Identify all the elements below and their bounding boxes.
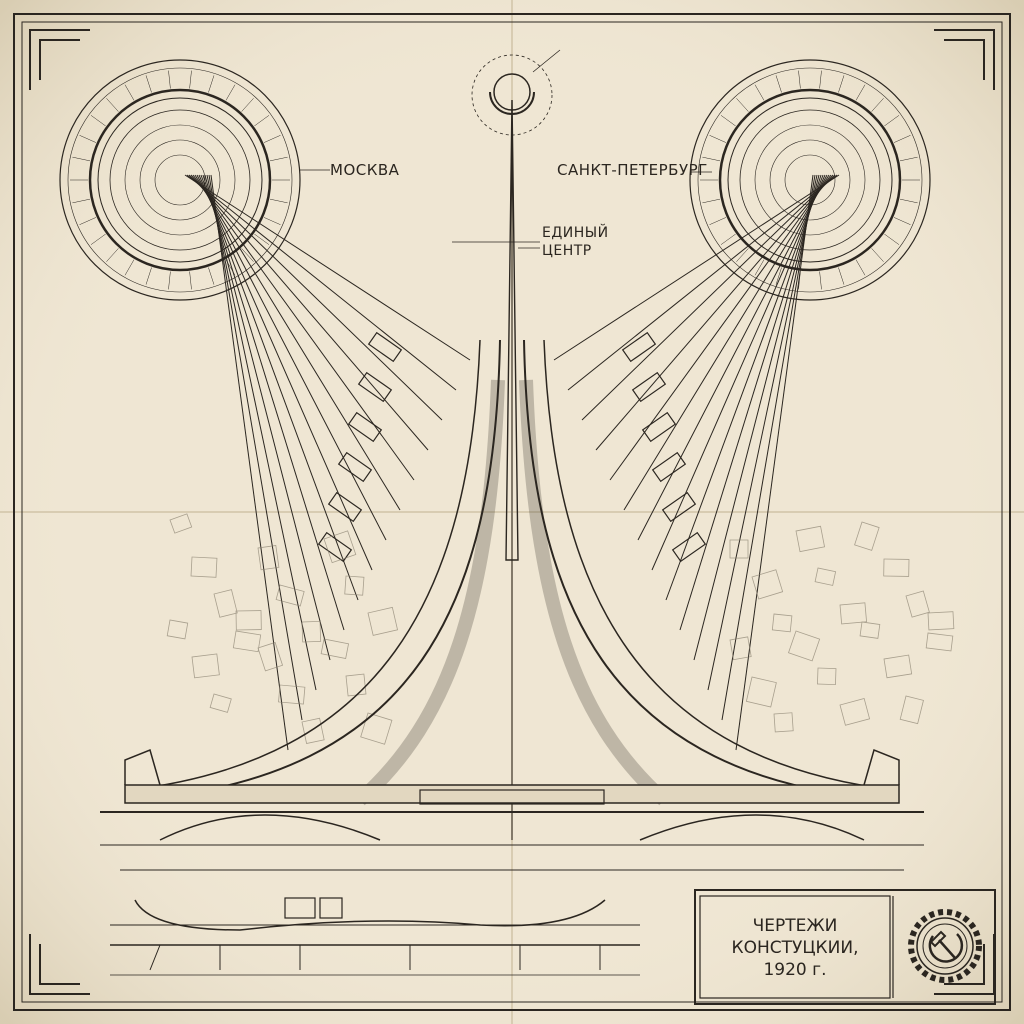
map-block: [839, 698, 871, 726]
train-car: [621, 331, 657, 363]
map-block: [859, 621, 881, 639]
map-block: [323, 530, 357, 564]
central-spire: [471, 49, 561, 840]
map-block: [771, 613, 793, 633]
map-block: [905, 590, 930, 618]
train-car: [327, 491, 363, 523]
map-block: [169, 513, 193, 534]
train-car: [671, 531, 707, 563]
map-block: [814, 567, 837, 586]
map-block: [883, 558, 910, 577]
transit-line: [693, 174, 820, 661]
map-block: [751, 569, 784, 600]
train-car: [337, 451, 373, 483]
map-block: [839, 602, 867, 625]
hammer-sickle-gear-icon: [908, 909, 982, 983]
title-line-3: 1920 г.: [763, 960, 827, 980]
transit-line: [200, 174, 359, 601]
transit-line: [735, 174, 814, 751]
transit-line: [679, 174, 822, 631]
map-block: [191, 653, 220, 679]
train-car: [357, 371, 393, 403]
map-block: [166, 619, 189, 640]
transit-line: [198, 174, 373, 571]
train-car: [367, 331, 403, 363]
train-car: [661, 491, 697, 523]
map-block: [235, 610, 262, 631]
map-block: [301, 717, 325, 744]
label-center-line1: ЕДИНЫЙ: [542, 225, 609, 241]
map-block: [367, 606, 399, 636]
transit-line: [210, 174, 289, 751]
side-elevation: [110, 897, 640, 976]
transit-line: [190, 174, 429, 451]
map-block: [729, 636, 752, 661]
title-line-2: КОНСТУЦКИИ,: [731, 938, 859, 958]
leader-lines: [300, 169, 712, 249]
transit-line: [623, 174, 830, 511]
transit-line: [595, 174, 834, 451]
transit-line: [567, 174, 838, 391]
moscow-plan-circle: [59, 59, 301, 301]
transit-line: [609, 174, 832, 481]
train-car: [631, 371, 667, 403]
title-line-1: ЧЕРТЕЖИ: [752, 916, 838, 936]
map-block: [795, 525, 826, 553]
map-block: [209, 693, 232, 713]
map-block: [320, 638, 350, 659]
city-plans: [59, 59, 931, 301]
label-center-line2: ЦЕНТР: [542, 243, 592, 259]
label-petersburg: САНКТ-ПЕТЕРБУРГ: [557, 161, 708, 179]
map-block: [899, 695, 924, 725]
train-car: [651, 451, 687, 483]
transit-line: [651, 174, 826, 571]
map-block: [190, 556, 218, 578]
petersburg-plan-circle: [689, 59, 931, 301]
transit-line: [721, 174, 816, 721]
map-block: [773, 712, 794, 733]
train-car: [641, 411, 677, 443]
transit-line: [665, 174, 824, 601]
sweeping-ramps: [129, 339, 895, 806]
map-block: [817, 667, 837, 686]
map-block: [788, 630, 821, 662]
map-block: [275, 584, 305, 607]
map-block: [854, 521, 880, 551]
map-block: [257, 545, 280, 571]
map-block: [745, 676, 777, 708]
map-block: [729, 539, 749, 559]
city-map-background: [166, 513, 955, 745]
train-car: [347, 411, 383, 443]
transit-lines: [184, 174, 840, 751]
transit-line: [707, 174, 818, 691]
transit-line: [184, 174, 471, 361]
map-block: [301, 620, 322, 643]
transit-line: [208, 174, 303, 721]
main-bridge: [100, 748, 924, 871]
map-block: [278, 684, 306, 705]
map-block: [257, 641, 284, 672]
transit-line: [186, 174, 457, 391]
map-block: [213, 589, 238, 618]
label-moscow: МОСКВА: [330, 161, 400, 179]
transit-line: [194, 174, 401, 511]
map-block: [883, 654, 913, 679]
map-block: [925, 632, 954, 652]
title-block-frame: [694, 889, 996, 1005]
map-block: [360, 712, 393, 745]
map-block: [927, 611, 955, 631]
transit-line: [192, 174, 415, 481]
transit-line: [188, 174, 443, 421]
map-block: [232, 630, 262, 653]
train-car: [317, 531, 353, 563]
transit-line: [202, 174, 345, 631]
transit-line: [581, 174, 836, 421]
map-block: [344, 575, 365, 596]
transit-line: [206, 174, 317, 691]
transit-line: [196, 174, 387, 541]
title-block: ЧЕРТЕЖИ КОНСТУЦКИИ, 1920 г.: [702, 898, 888, 998]
transit-line: [553, 174, 840, 361]
transit-line: [637, 174, 828, 541]
transit-line: [204, 174, 331, 661]
